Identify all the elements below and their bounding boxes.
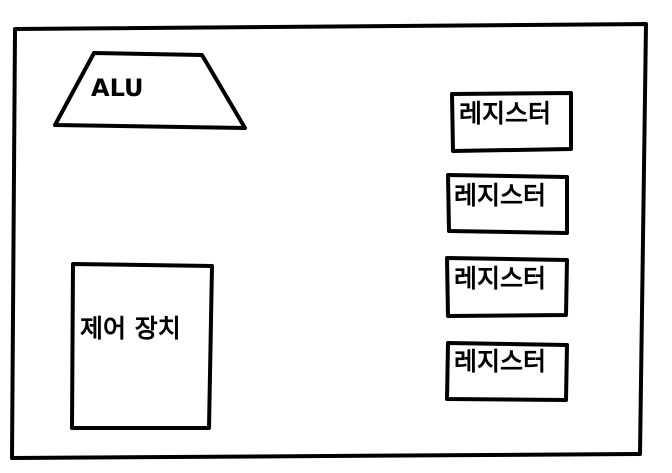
- register-box-1: [450, 91, 573, 153]
- alu-label: ALU: [91, 74, 144, 102]
- alu-trapezoid: [53, 51, 247, 130]
- control-unit-box: [70, 262, 214, 430]
- register-box-3: [445, 256, 569, 318]
- cpu-outline: [10, 22, 648, 460]
- register-label-4: 레지스터: [454, 347, 547, 376]
- register-box-2: [446, 173, 569, 235]
- register-label-3: 레지스터: [454, 264, 547, 293]
- register-box-4: [445, 341, 569, 402]
- register-label-1: 레지스터: [459, 99, 552, 128]
- control-unit-label: 제어 장치: [80, 314, 181, 343]
- register-label-2: 레지스터: [454, 181, 547, 210]
